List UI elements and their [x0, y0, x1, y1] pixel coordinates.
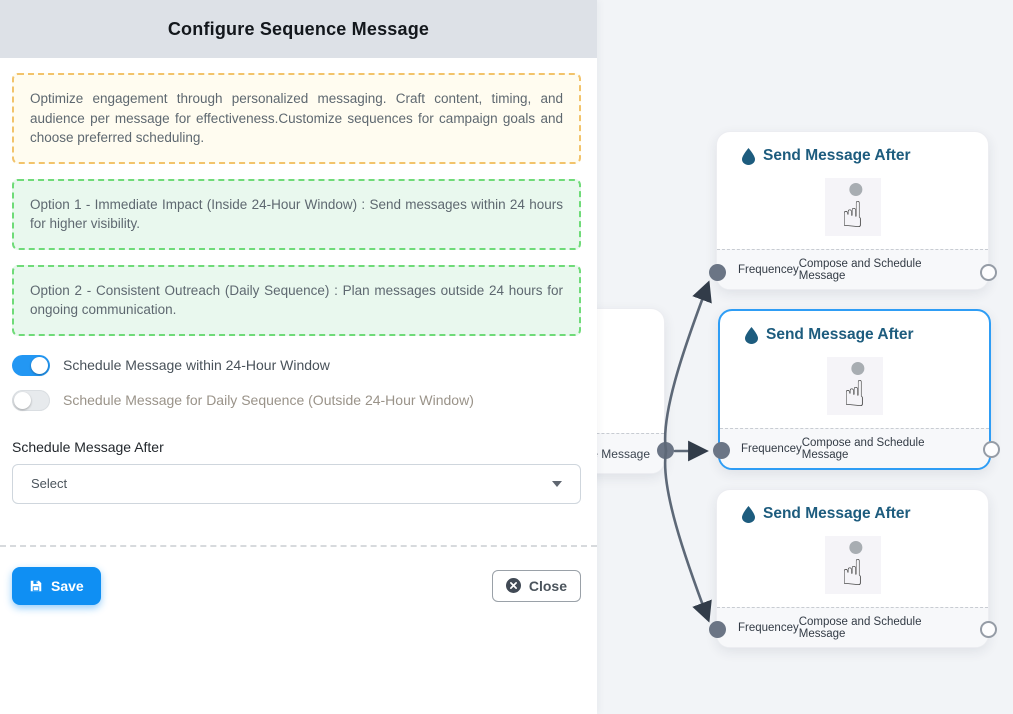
frequency-port-label: Frequencey: [741, 442, 802, 455]
schedule-after-label: Schedule Message After: [12, 438, 164, 455]
compose-port-label: Compose and Schedule Message: [798, 615, 922, 640]
node1-input-port[interactable]: [709, 264, 726, 281]
tap-dot: [850, 362, 864, 375]
footer-divider: [0, 544, 597, 547]
configure-sequence-panel: Configure Sequence Message Optimize enga…: [0, 0, 597, 605]
compose-port-label: Compose and Schedule Message: [801, 436, 925, 461]
droplet-icon: [745, 326, 758, 344]
option1-notice: Option 1 - Immediate Impact (Inside 24-H…: [12, 178, 581, 250]
frequency-port-label: Frequencey: [738, 263, 799, 276]
tap-dot: [848, 183, 862, 196]
save-icon: [29, 579, 43, 593]
panel-header: Configure Sequence Message: [0, 0, 597, 58]
send-message-node-1[interactable]: Send Message After ☝ Frequencey Compose …: [716, 131, 989, 290]
flow-canvas[interactable]: ce Message Send Message After ☝ Frequenc…: [597, 0, 1013, 714]
toggle-24hr-window[interactable]: [12, 354, 50, 376]
save-button-label: Save: [51, 577, 84, 594]
chevron-down-icon: [552, 480, 562, 487]
frequency-port-label: Frequencey: [738, 621, 799, 634]
toggle-row-24hr: Schedule Message within 24-Hour Window: [12, 354, 581, 376]
hand-pointer-icon: ☝: [843, 374, 866, 415]
droplet-icon: [742, 505, 755, 523]
save-button[interactable]: Save: [12, 566, 101, 605]
send-message-node-2[interactable]: Send Message After ☝ Frequencey Compose …: [718, 309, 991, 470]
source-node-partial[interactable]: ce Message: [597, 308, 665, 474]
option2-notice: Option 2 - Consistent Outreach (Daily Se…: [12, 264, 581, 336]
page-title: Configure Sequence Message: [167, 18, 430, 39]
node3-output-port[interactable]: [980, 621, 997, 638]
toggle-daily-sequence[interactable]: [12, 389, 50, 411]
panel-body: Optimize engagement through personalized…: [0, 58, 597, 605]
node-title: Send Message After: [766, 326, 914, 343]
toggle-daily-label: Schedule Message for Daily Sequence (Out…: [63, 392, 474, 409]
tap-icon[interactable]: ☝: [826, 357, 883, 415]
close-button-label: Close: [528, 577, 567, 594]
hand-pointer-icon: ☝: [841, 553, 864, 594]
compose-port-label: Compose and Schedule Message: [798, 257, 922, 282]
hand-pointer-icon: ☝: [841, 195, 864, 236]
tap-icon[interactable]: ☝: [824, 178, 881, 236]
node1-output-port[interactable]: [980, 264, 997, 281]
node3-input-port[interactable]: [709, 621, 726, 638]
toggle-row-daily: Schedule Message for Daily Sequence (Out…: [12, 389, 581, 411]
panel-actions: Save Close: [12, 547, 581, 605]
send-message-node-3[interactable]: Send Message After ☝ Frequencey Compose …: [716, 489, 989, 648]
select-value: Select: [31, 476, 68, 492]
tap-dot: [848, 541, 862, 554]
source-output-port[interactable]: [657, 442, 674, 459]
close-icon: [505, 578, 521, 594]
node-title: Send Message After: [763, 505, 911, 522]
intro-notice: Optimize engagement through personalized…: [12, 73, 581, 164]
node2-input-port[interactable]: [713, 442, 730, 459]
node-title: Send Message After: [763, 147, 911, 164]
node2-output-port[interactable]: [983, 441, 1000, 458]
droplet-icon: [742, 147, 755, 165]
source-node-footer: ce Message: [597, 433, 664, 473]
toggle-24hr-label: Schedule Message within 24-Hour Window: [63, 357, 330, 374]
close-button[interactable]: Close: [491, 569, 581, 602]
schedule-after-select[interactable]: Select: [12, 463, 581, 504]
source-node-footer-label: ce Message: [597, 446, 650, 461]
tap-icon[interactable]: ☝: [824, 536, 881, 594]
